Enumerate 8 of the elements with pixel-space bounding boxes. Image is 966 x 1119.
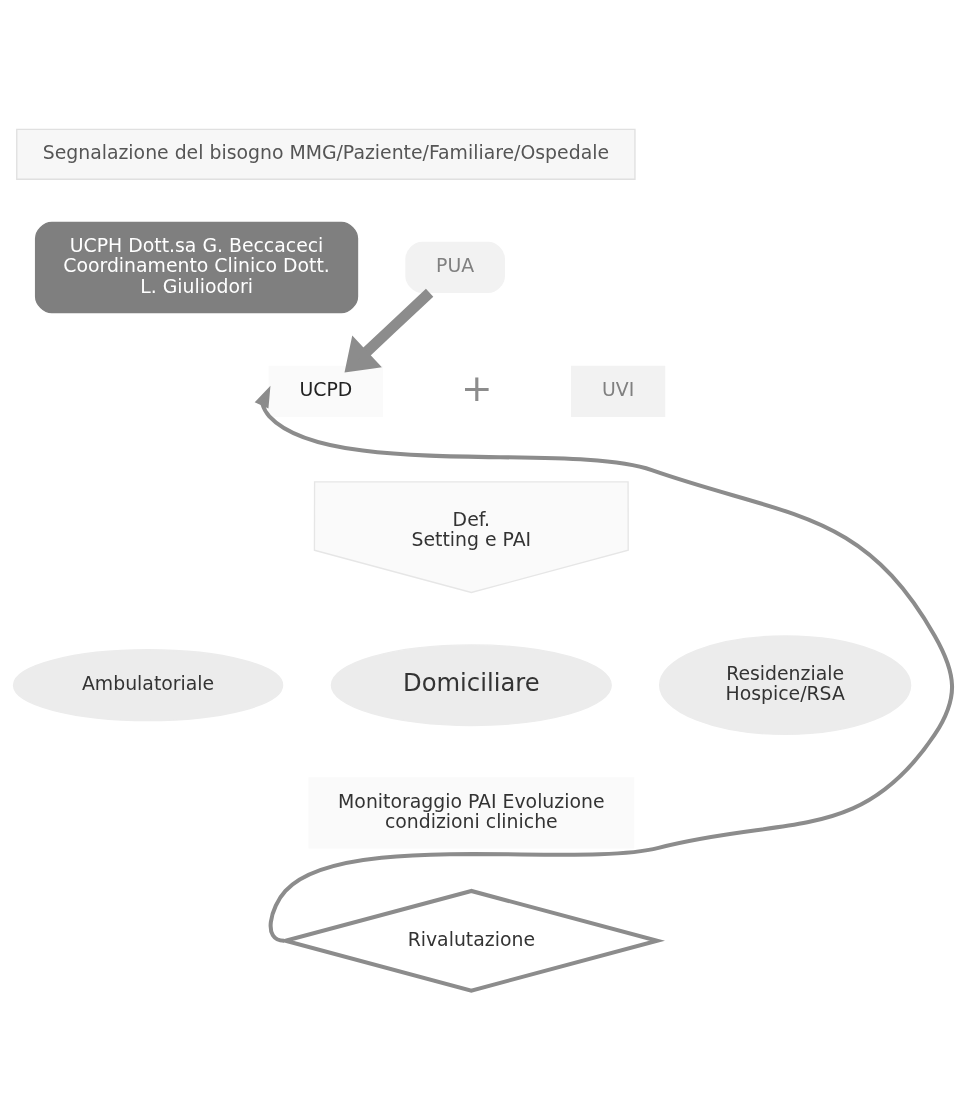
arrow: [254, 385, 954, 942]
node-box: PUA: [405, 241, 505, 293]
label: +: [460, 365, 493, 410]
arrow: [344, 288, 434, 373]
node-text: Monitoraggio PAI Evoluzione condizioni cliniche: [338, 790, 605, 832]
node-box: UCPH Dott.sa G. Beccaceci Coordinamento Clinico Dott. L. Giuliodori: [34, 221, 359, 313]
node-text: UCPD: [299, 378, 353, 400]
node-box: Segnalazione del bisogno MMG/Paziente/Familiare/Ospedale: [16, 128, 636, 180]
